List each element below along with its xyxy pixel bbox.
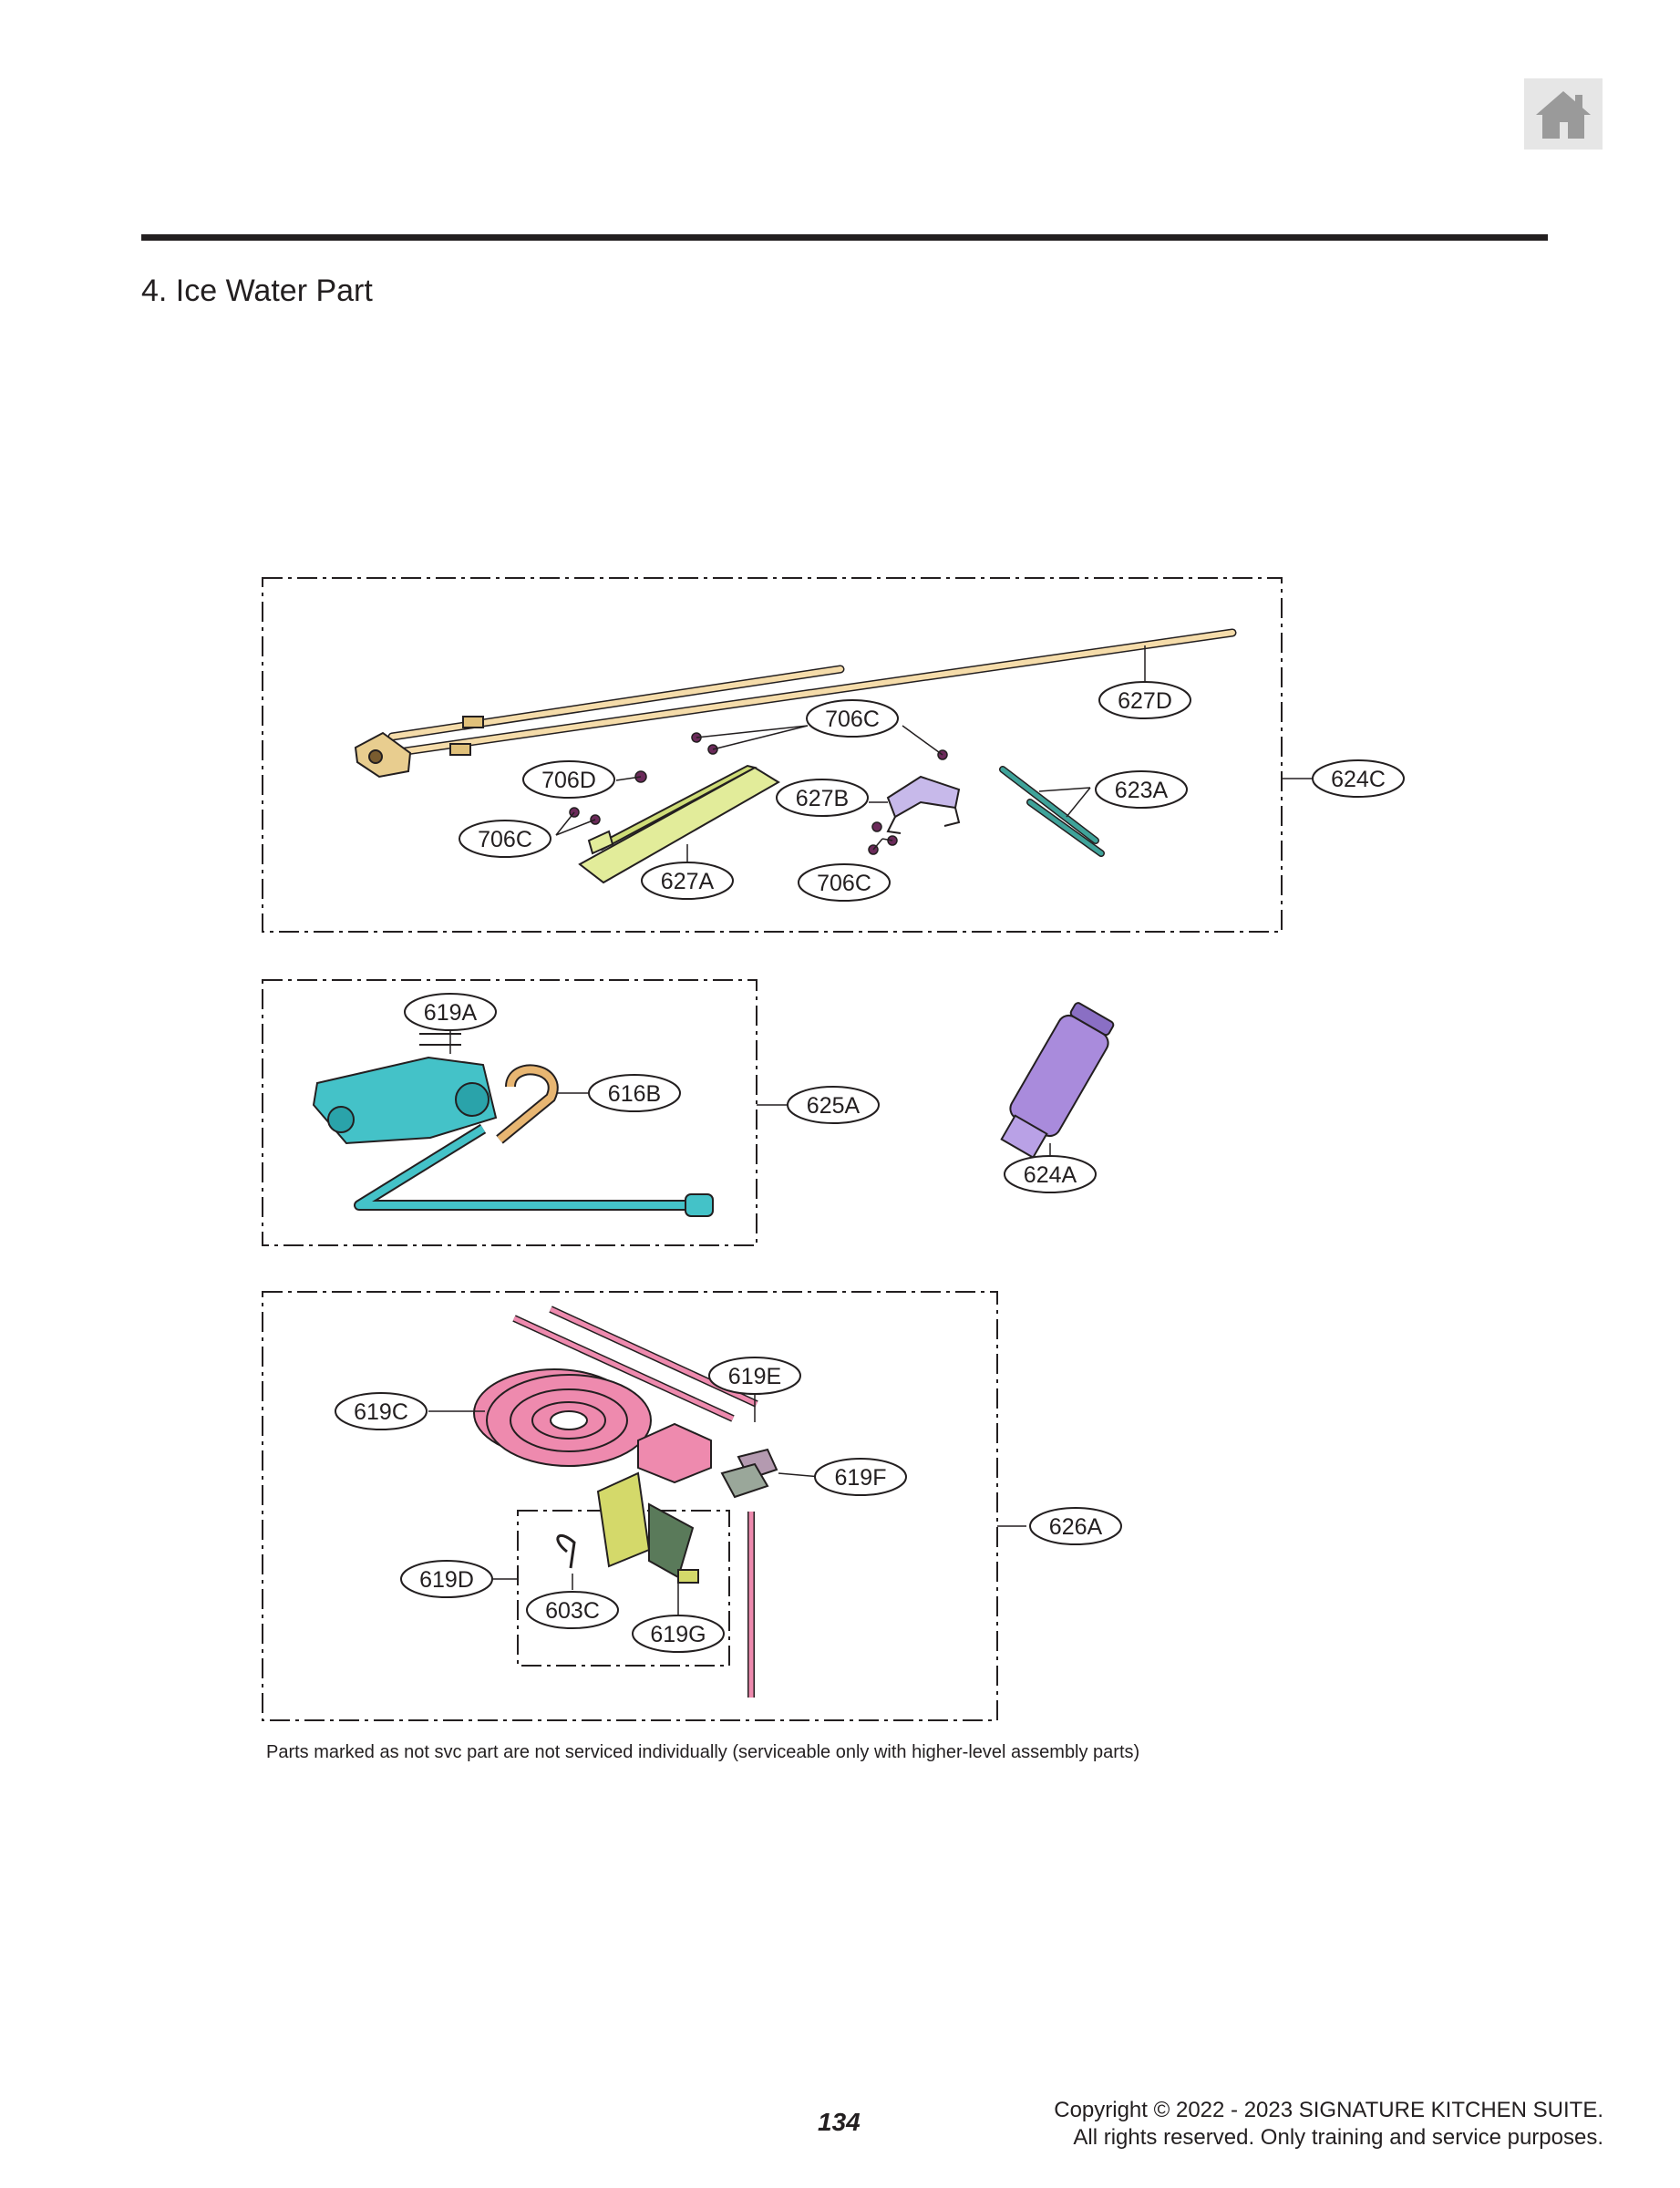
callout-624C: 624C: [1312, 759, 1405, 798]
svg-text:619F: 619F: [835, 1465, 887, 1491]
cable-ties-623A: [999, 766, 1105, 857]
svg-text:706C: 706C: [825, 707, 880, 732]
svg-text:627A: 627A: [661, 869, 715, 894]
svg-text:619E: 619E: [728, 1364, 781, 1389]
svg-text:706C: 706C: [478, 827, 532, 852]
group-box-624C: [262, 577, 1283, 933]
section-title: 4. Ice Water Part: [141, 274, 373, 308]
svg-text:627D: 627D: [1118, 688, 1172, 714]
callout-627A: 627A: [641, 862, 734, 900]
group-box-625A: [262, 979, 758, 1246]
group-box-626A: [262, 1291, 998, 1721]
svg-text:624A: 624A: [1024, 1162, 1077, 1188]
callout-603C: 603C: [526, 1591, 619, 1629]
holder-627B: [886, 775, 961, 834]
home-button[interactable]: [1524, 78, 1603, 150]
callout-619C: 619C: [335, 1392, 428, 1430]
svg-text:619C: 619C: [354, 1399, 408, 1425]
copyright: Copyright © 2022 - 2023 SIGNATURE KITCHE…: [1054, 2097, 1603, 2152]
svg-text:624C: 624C: [1331, 767, 1386, 792]
svg-text:603C: 603C: [545, 1598, 600, 1624]
callout-706C-top: 706C: [806, 699, 899, 738]
home-icon: [1536, 91, 1591, 139]
callout-619E: 619E: [708, 1357, 801, 1395]
callout-616B: 616B: [588, 1074, 681, 1112]
callout-627B: 627B: [776, 779, 869, 817]
callout-619G: 619G: [632, 1615, 725, 1653]
filter-624A: [1000, 1002, 1115, 1160]
page-number: 134: [818, 2108, 861, 2136]
svg-text:706D: 706D: [541, 768, 596, 793]
svg-text:623A: 623A: [1115, 778, 1169, 803]
svg-text:627B: 627B: [796, 786, 849, 811]
callout-623A: 623A: [1095, 770, 1188, 809]
copyright-line-1: Copyright © 2022 - 2023 SIGNATURE KITCHE…: [1054, 2098, 1603, 2122]
callout-624A: 624A: [1004, 1155, 1097, 1193]
callout-626A: 626A: [1029, 1507, 1122, 1545]
header-rule: [141, 234, 1548, 241]
ice-maker-line-626A: [473, 1306, 778, 1698]
svg-text:619D: 619D: [419, 1567, 474, 1593]
callout-627D: 627D: [1098, 681, 1191, 719]
copyright-line-2: All rights reserved. Only training and s…: [1073, 2125, 1603, 2150]
svg-text:625A: 625A: [807, 1093, 861, 1119]
water-tube-627D: [354, 628, 1237, 779]
svg-text:626A: 626A: [1049, 1514, 1103, 1540]
callout-706C-left: 706C: [459, 820, 551, 858]
callout-625A: 625A: [787, 1086, 880, 1124]
valve-619A: [312, 1033, 714, 1217]
callout-706D: 706D: [522, 760, 615, 799]
svg-text:619A: 619A: [424, 1000, 478, 1026]
svg-text:616B: 616B: [608, 1081, 661, 1107]
bracket-627A: [578, 764, 780, 884]
svg-text:706C: 706C: [817, 871, 871, 896]
leader-lines: [428, 645, 1313, 1615]
svg-text:619G: 619G: [650, 1622, 706, 1647]
callout-619A: 619A: [404, 993, 497, 1031]
callout-619D: 619D: [400, 1560, 493, 1598]
callout-706C-bottom: 706C: [798, 863, 891, 902]
footnote: Parts marked as not svc part are not ser…: [266, 1742, 1140, 1762]
callout-619F: 619F: [814, 1458, 907, 1496]
